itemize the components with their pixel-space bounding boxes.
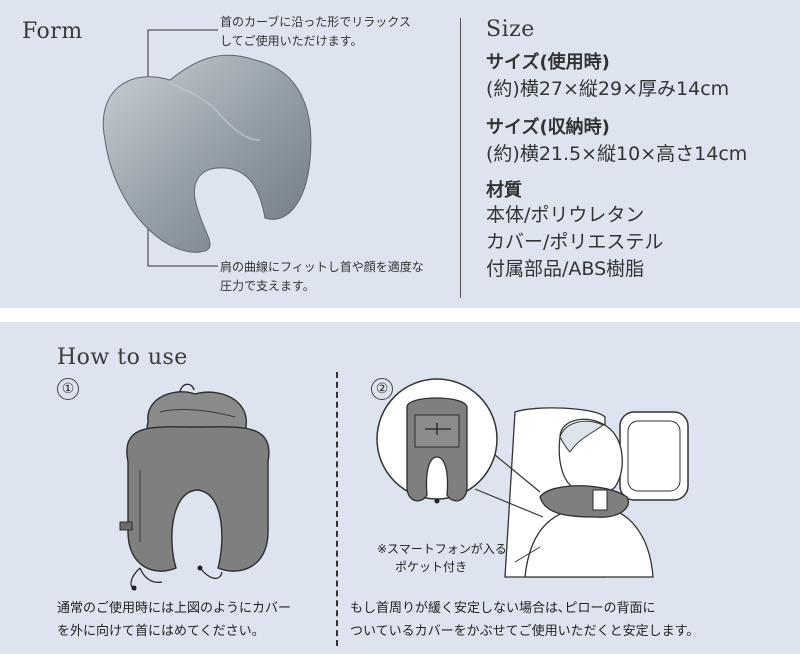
form-note-bottom-line2: 圧力で支えます。 [220,279,315,293]
section-separator-band [0,308,800,322]
spec-use-label: サイズ(使用時) [486,52,610,73]
vertical-divider [460,18,461,298]
spec-material-line-1: 本体/ポリウレタン [486,204,645,226]
form-note-top-line1: 首のカーブに沿った形でリラックス [220,15,411,29]
spec-material: 材質 本体/ポリウレタン カバー/ポリエステル 付属部品/ABS樹脂 [486,176,663,283]
spec-storage-size: サイズ(収納時) (約)横21.5×縦10×高さ14cm [486,113,747,168]
spec-use-size: サイズ(使用時) (約)横27×縦29×厚み14cm [486,48,729,103]
step-1-number: ① [57,378,79,400]
step-1-illustration [119,383,270,591]
spec-material-line-3: 付属部品/ABS樹脂 [486,258,645,280]
step-2-number: ② [371,378,393,400]
form-note-bottom-line1: 肩の曲線にフィットし首や顔を適度な [220,260,424,274]
step-1-caption-line1: 通常のご使用時には上図のようにカバー [57,601,292,616]
spec-material-label: 材質 [486,180,522,201]
step-2-caption: もし首周りが緩く安定しない場合は､ピローの背面に ついているカバーをかぶせてご使… [350,597,699,643]
size-heading: Size [486,17,535,42]
spec-storage-label: サイズ(収納時) [486,117,610,138]
pillow-illustration [102,29,312,267]
step-2-caption-line2: ついているカバーをかぶせてご使用いただくと安定します。 [350,624,700,639]
pocket-note-line1: ※スマートフォンが入る [377,542,507,556]
step-1-caption: 通常のご使用時には上図のようにカバー を外に向けて首にはめてください。 [57,597,291,643]
form-note-top-line2: してご使用いただけます。 [220,34,363,48]
howto-panel: How to use ① ② [0,322,800,654]
form-size-panel: Form 首のカーブに沿った形でリラックス してご使用いただけます。 肩の曲線に… [0,0,800,308]
form-note-bottom: 肩の曲線にフィットし首や顔を適度な 圧力で支えます。 [220,258,424,296]
form-heading: Form [22,19,83,44]
spec-storage-value: (約)横21.5×縦10×高さ14cm [486,143,748,165]
step-2-illustration [376,378,689,578]
step-divider-dashed [336,372,338,646]
form-note-top: 首のカーブに沿った形でリラックス してご使用いただけます。 [220,13,411,51]
howto-heading: How to use [57,345,188,370]
pocket-note: ※スマートフォンが入る ポケット付き [377,540,507,576]
step-1-caption-line2: を外に向けて首にはめてください。 [57,624,265,639]
spec-use-value: (約)横27×縦29×厚み14cm [486,78,730,100]
spec-material-line-2: カバー/ポリエステル [486,231,664,253]
step-2-caption-line1: もし首周りが緩く安定しない場合は､ピローの背面に [350,601,656,616]
pocket-note-line2: ポケット付き [395,560,468,574]
